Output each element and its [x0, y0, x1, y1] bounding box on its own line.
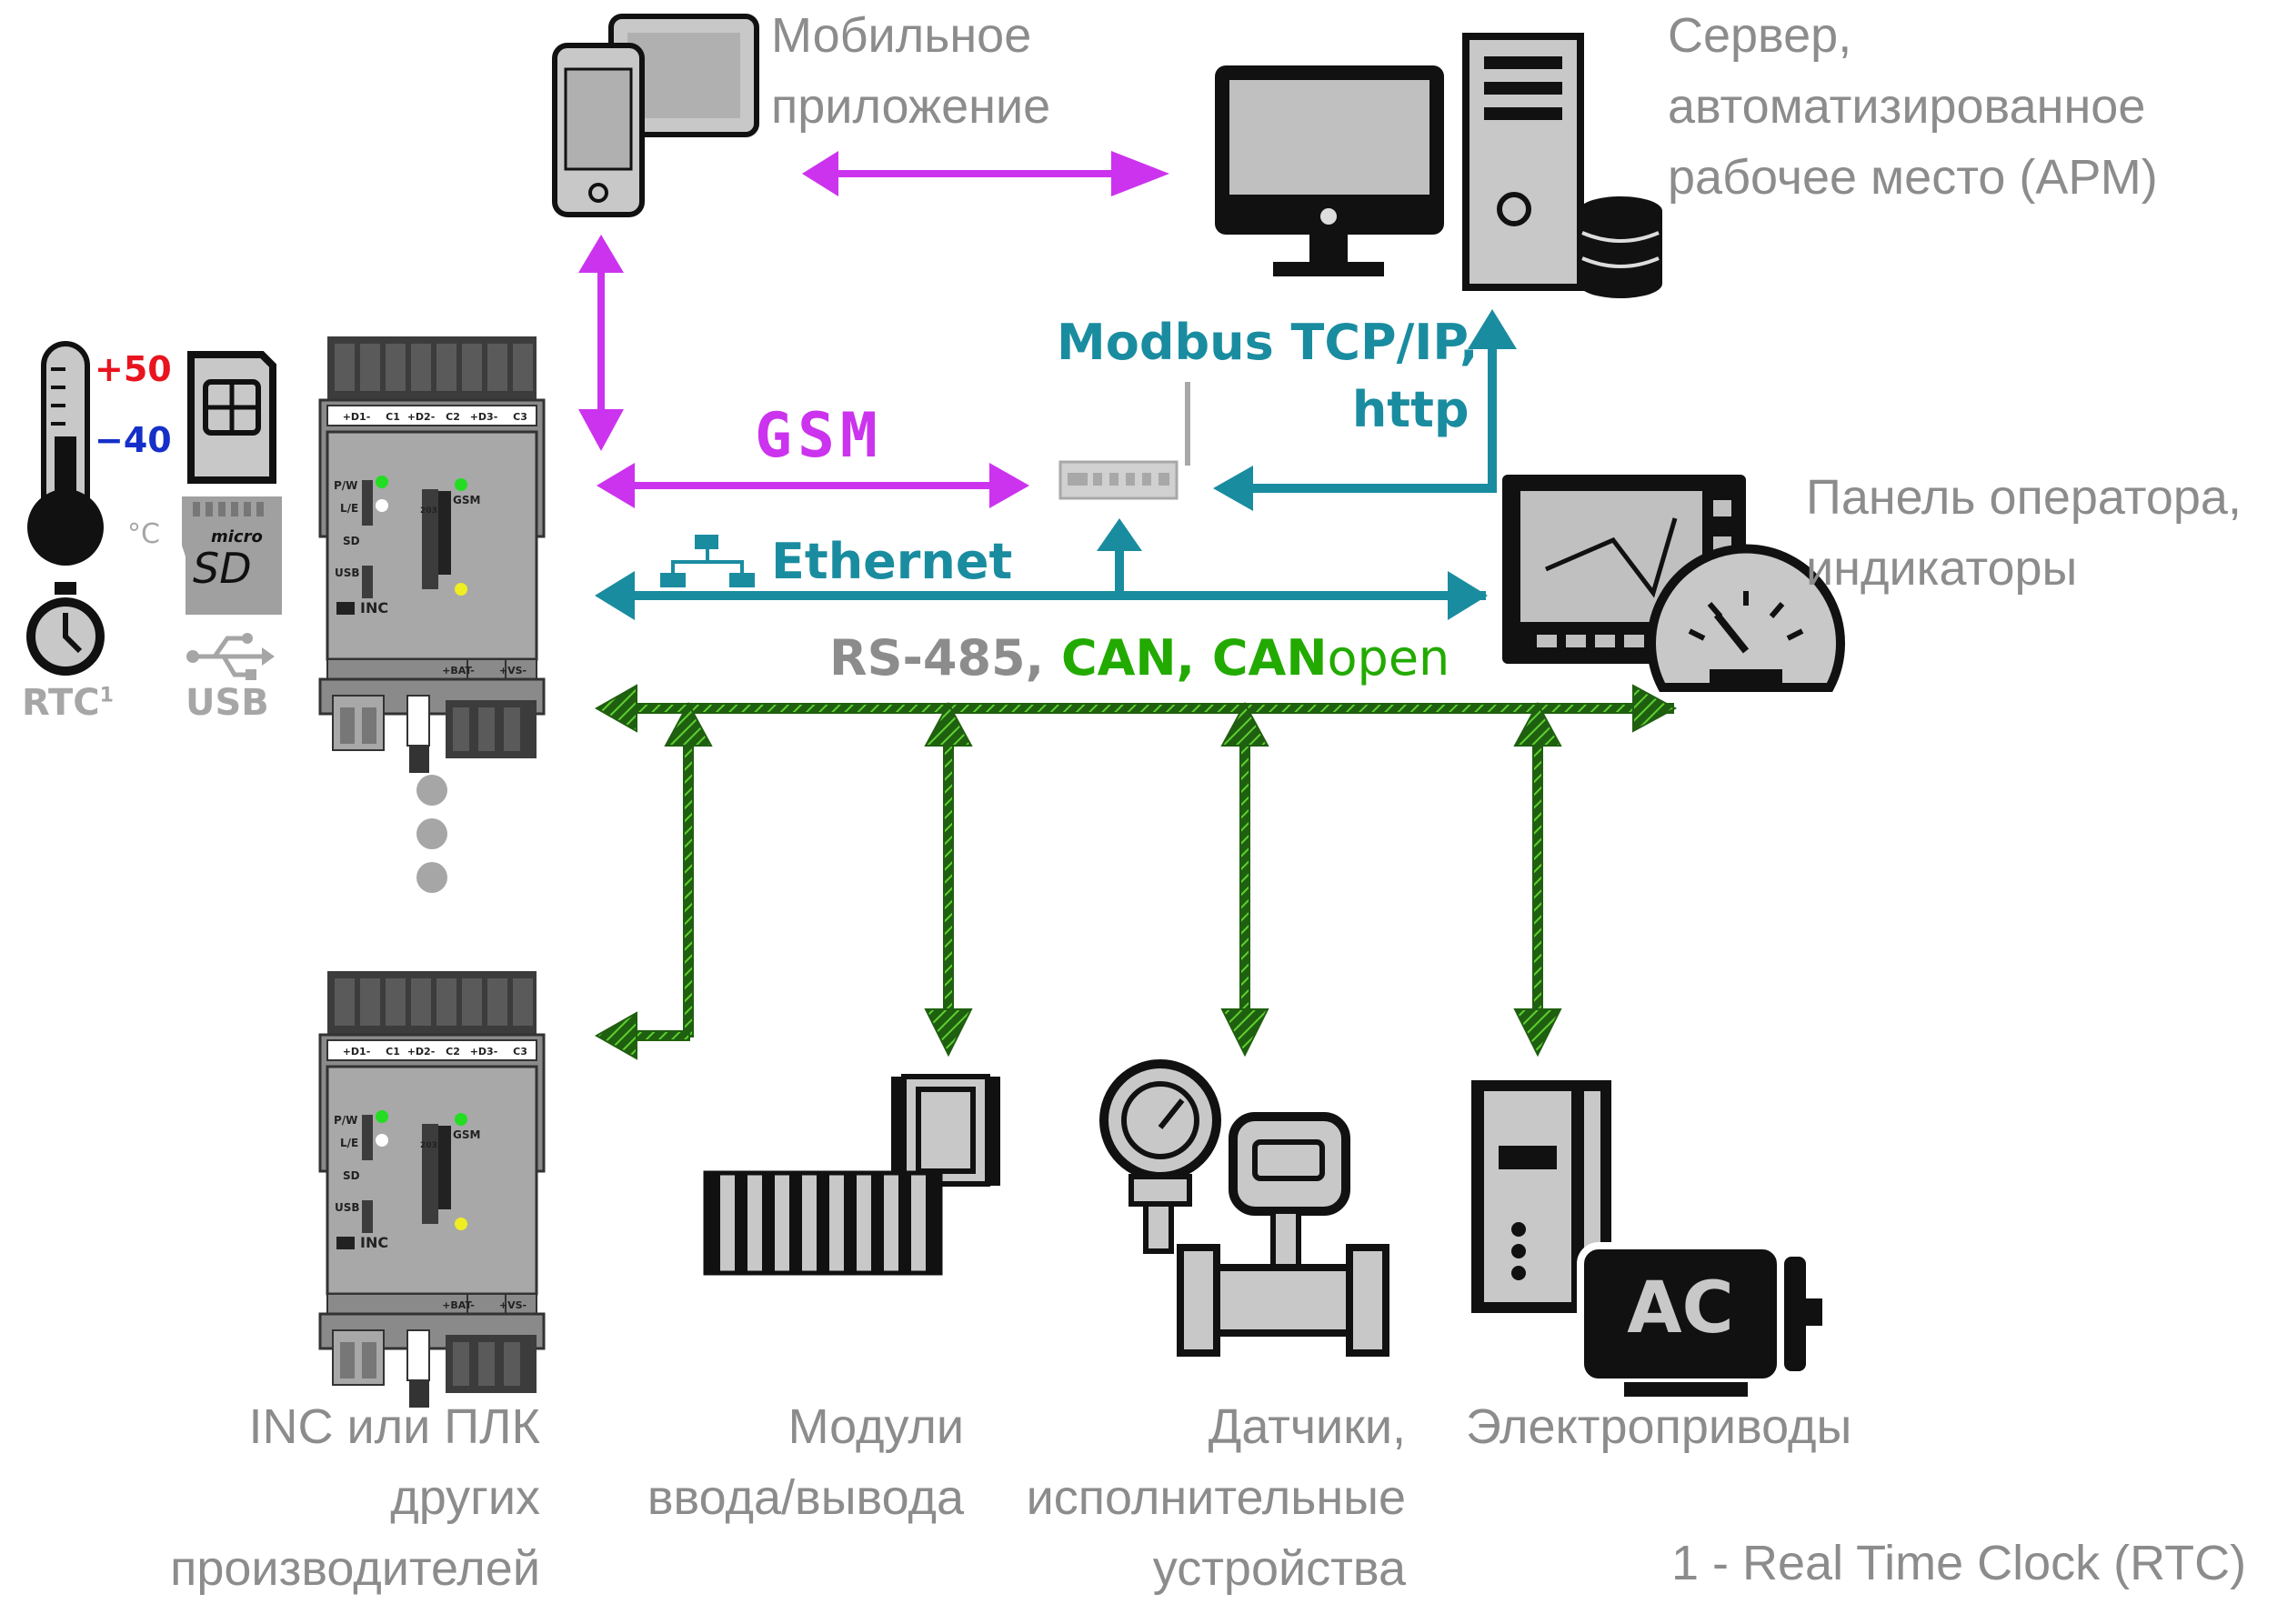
gsm-label: GSM: [755, 400, 883, 472]
network-icon: [660, 535, 755, 587]
microsd-micro-label: micro: [211, 527, 263, 546]
server-line-3: рабочее место (АРМ): [1668, 150, 2158, 205]
temp-max-label: +50: [95, 349, 172, 389]
microsd-icon: [182, 496, 282, 615]
workstation-icon: [1215, 65, 1444, 276]
gsm-link-arrow: [597, 463, 1029, 508]
io-modules-line-1: Модули: [787, 1399, 964, 1454]
mobile-app-line-2: приложение: [771, 79, 1051, 134]
rtc-text: RTC: [22, 682, 100, 724]
router-server-arrow: [1213, 309, 1517, 511]
plc-label: INC или ПЛК других производителей: [91, 1391, 540, 1604]
sensors-line-3: устройства: [1152, 1541, 1406, 1596]
celsius-label: °C: [127, 518, 160, 550]
operator-panel-icon: [1502, 475, 1845, 692]
mobile-plc-arrow: [578, 235, 624, 451]
dot-3: [416, 862, 447, 893]
panel-line-2: индикаторы: [1806, 541, 2078, 596]
sensors-line-1: Датчики,: [1208, 1399, 1406, 1454]
usb-icon: [186, 633, 275, 680]
mobile-app-line-1: Мобильное: [771, 8, 1032, 63]
microsd-sd-label: SD: [193, 544, 252, 593]
modbus-label: Modbus TCP/IP, http: [1057, 309, 1479, 444]
drive-motor-icon: AC: [1471, 1080, 1822, 1397]
rtc-sup: 1: [99, 684, 114, 707]
usb-label: USB: [186, 682, 269, 724]
rtc-label: RTC1: [22, 682, 114, 724]
canopen-open-label: open: [1327, 629, 1450, 687]
mobile-app-label: Мобильное приложение: [771, 0, 1050, 142]
ethernet-label: Ethernet: [771, 533, 1013, 590]
motor-ac-label: AC: [1627, 1268, 1734, 1349]
stopwatch-icon: [26, 582, 105, 676]
plc-line-3: производителей: [170, 1541, 540, 1596]
server-line-1: Сервер,: [1668, 8, 1852, 63]
sim-card-icon: [187, 351, 276, 484]
dot-2: [416, 818, 447, 849]
canopen-can-label: CAN: [1211, 629, 1328, 687]
server-tower-icon: [1462, 33, 1584, 291]
io-modules-icon: [703, 1074, 1000, 1276]
plc-device-other: [318, 969, 546, 1409]
sensors-icon: [1099, 1059, 1389, 1357]
drives-label: Электроприводы: [1466, 1399, 1852, 1454]
fieldbus-arrows: [594, 684, 1678, 1060]
router-icon: [1058, 382, 1190, 500]
sensors-label: Датчики, исполнительные устройства: [946, 1391, 1406, 1604]
server-label: Сервер, автоматизированное рабочее место…: [1668, 0, 2158, 213]
sensors-line-2: исполнительные: [1026, 1470, 1406, 1525]
modbus-line-2: http: [1351, 381, 1470, 438]
io-modules-label: Модули ввода/вывода: [564, 1391, 964, 1533]
plc-device-main: [318, 335, 546, 775]
rs485-label: RS-485,: [829, 629, 1045, 687]
ethernet-bus-arrow: [595, 518, 1488, 620]
panel-line-1: Панель оператора,: [1806, 470, 2242, 525]
server-line-2: автоматизированное: [1668, 79, 2146, 134]
plc-line-1: INC или ПЛК: [248, 1399, 540, 1454]
io-modules-line-2: ввода/вывода: [647, 1470, 964, 1525]
database-icon: [1579, 196, 1662, 298]
temp-min-label: −40: [95, 420, 172, 460]
mobile-devices-icon: [552, 14, 759, 217]
plc-line-2: других: [390, 1470, 540, 1525]
modbus-line-1: Modbus TCP/IP,: [1057, 314, 1479, 371]
footnote-label: 1 - Real Time Clock (RTC): [1671, 1536, 2247, 1590]
fieldbus-label: RS-485, CAN, CANopen: [829, 629, 1449, 687]
thermometer-icon: [27, 341, 104, 566]
mobile-server-arrow: [802, 151, 1169, 196]
operator-panel-label: Панель оператора, индикаторы: [1806, 462, 2242, 604]
can-label: CAN,: [1060, 629, 1196, 687]
dot-1: [416, 775, 447, 806]
